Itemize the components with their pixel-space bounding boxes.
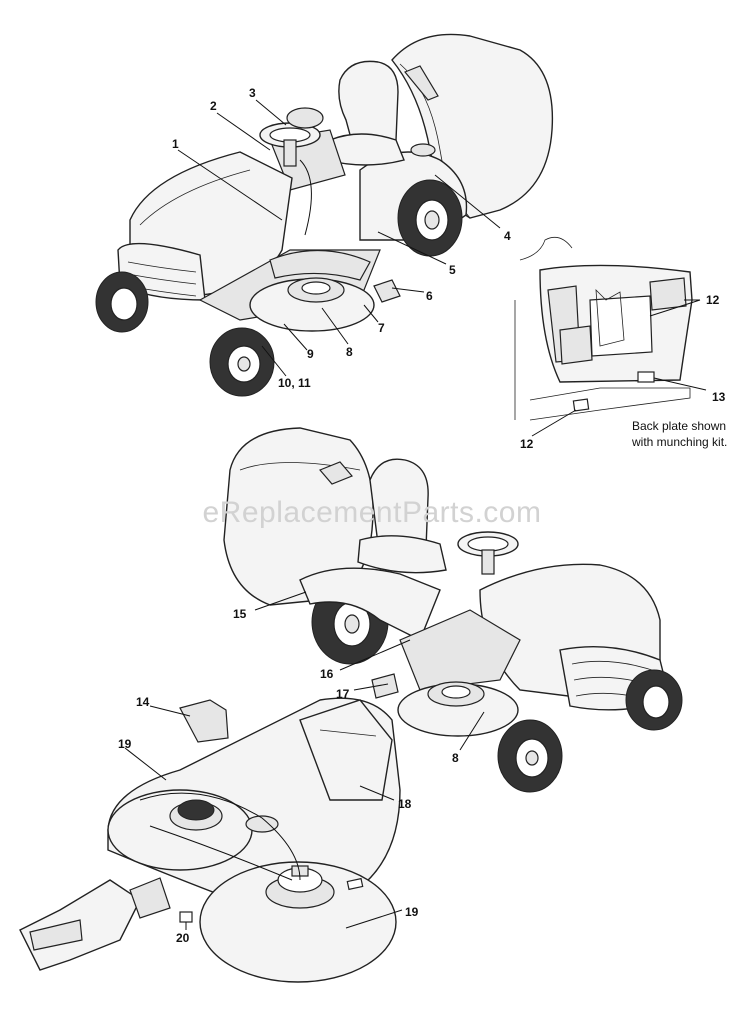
- callout-18: 18: [398, 797, 412, 811]
- callout-3: 3: [249, 86, 256, 100]
- callout-4: 4: [504, 229, 511, 243]
- watermark-text: eReplacementParts.com: [203, 496, 542, 529]
- callout-12-lower: 12: [520, 437, 534, 451]
- inset-caption-line2: with munching kit.: [631, 435, 727, 449]
- inset-caption-line1: Back plate shown: [632, 419, 726, 433]
- callout-8-bottom: 8: [452, 751, 459, 765]
- back-plate-inset: [514, 236, 693, 421]
- callout-7: 7: [378, 321, 385, 335]
- callout-5: 5: [449, 263, 456, 277]
- callout-17: 17: [336, 687, 350, 701]
- tractor-rear-view: [223, 427, 683, 793]
- callout-19-lower: 19: [405, 905, 419, 919]
- callout-8-top: 8: [346, 345, 353, 359]
- callout-19-upper: 19: [118, 737, 132, 751]
- callout-16: 16: [320, 667, 334, 681]
- callout-9: 9: [307, 347, 314, 361]
- callout-15: 15: [233, 607, 247, 621]
- callout-14: 14: [136, 695, 150, 709]
- callout-2: 2: [210, 99, 217, 113]
- tractor-front-view: [95, 33, 554, 397]
- callout-1: 1: [172, 137, 179, 151]
- callout-labels: 1 2 3 4 5 6 7 8 9 10, 11 12 13 12 15 16 …: [118, 86, 726, 945]
- mower-deck-assembly: [19, 697, 401, 983]
- callout-20: 20: [176, 931, 190, 945]
- callout-13: 13: [712, 390, 726, 404]
- callout-12-upper: 12: [706, 293, 720, 307]
- callout-leaders: [124, 99, 707, 930]
- callout-6: 6: [426, 289, 433, 303]
- callout-10-11: 10, 11: [278, 376, 311, 390]
